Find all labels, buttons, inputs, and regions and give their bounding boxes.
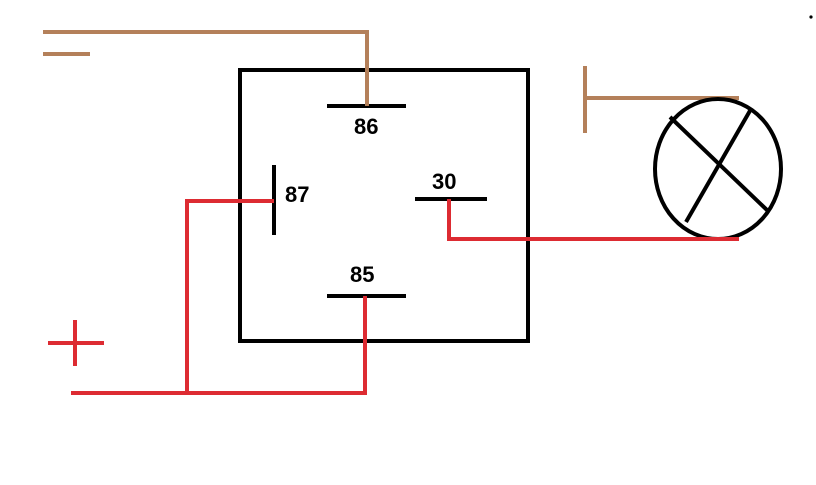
relay-body	[238, 68, 530, 343]
wire-positive-to-87	[185, 199, 274, 393]
wire-30-to-lamp	[447, 199, 739, 241]
ground-icon	[43, 30, 367, 56]
lamp-icon	[653, 97, 783, 241]
pin-85-label: 85	[350, 262, 374, 287]
plus-icon	[48, 320, 104, 366]
pin-87-label: 87	[285, 182, 309, 207]
stray-dot	[809, 15, 813, 19]
pin-30-label: 30	[432, 169, 456, 194]
pin-86-label: 86	[354, 114, 378, 139]
